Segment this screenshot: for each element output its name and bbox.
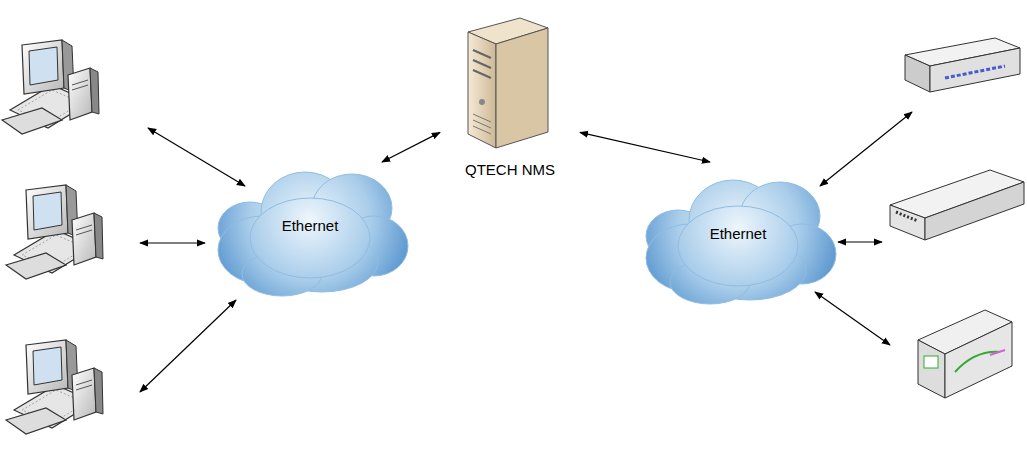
cloud-label: Ethernet [710, 225, 767, 242]
cloud-label: Ethernet [282, 217, 339, 234]
connector [382, 132, 440, 162]
network-cloud: Ethernet [210, 150, 410, 300]
device-icon [890, 170, 1024, 240]
device-icon [905, 38, 1020, 92]
server-label: QTECH NMS [465, 161, 555, 178]
device-icon [918, 310, 1012, 398]
pc-icon [6, 185, 103, 279]
server-node: QTECH NMS [440, 10, 580, 180]
link-arrows [140, 112, 912, 392]
server-icon [440, 10, 580, 180]
pc-icon [2, 40, 99, 134]
network-cloud: Ethernet [638, 158, 838, 308]
pc-icon [6, 340, 103, 434]
connector [580, 132, 710, 162]
